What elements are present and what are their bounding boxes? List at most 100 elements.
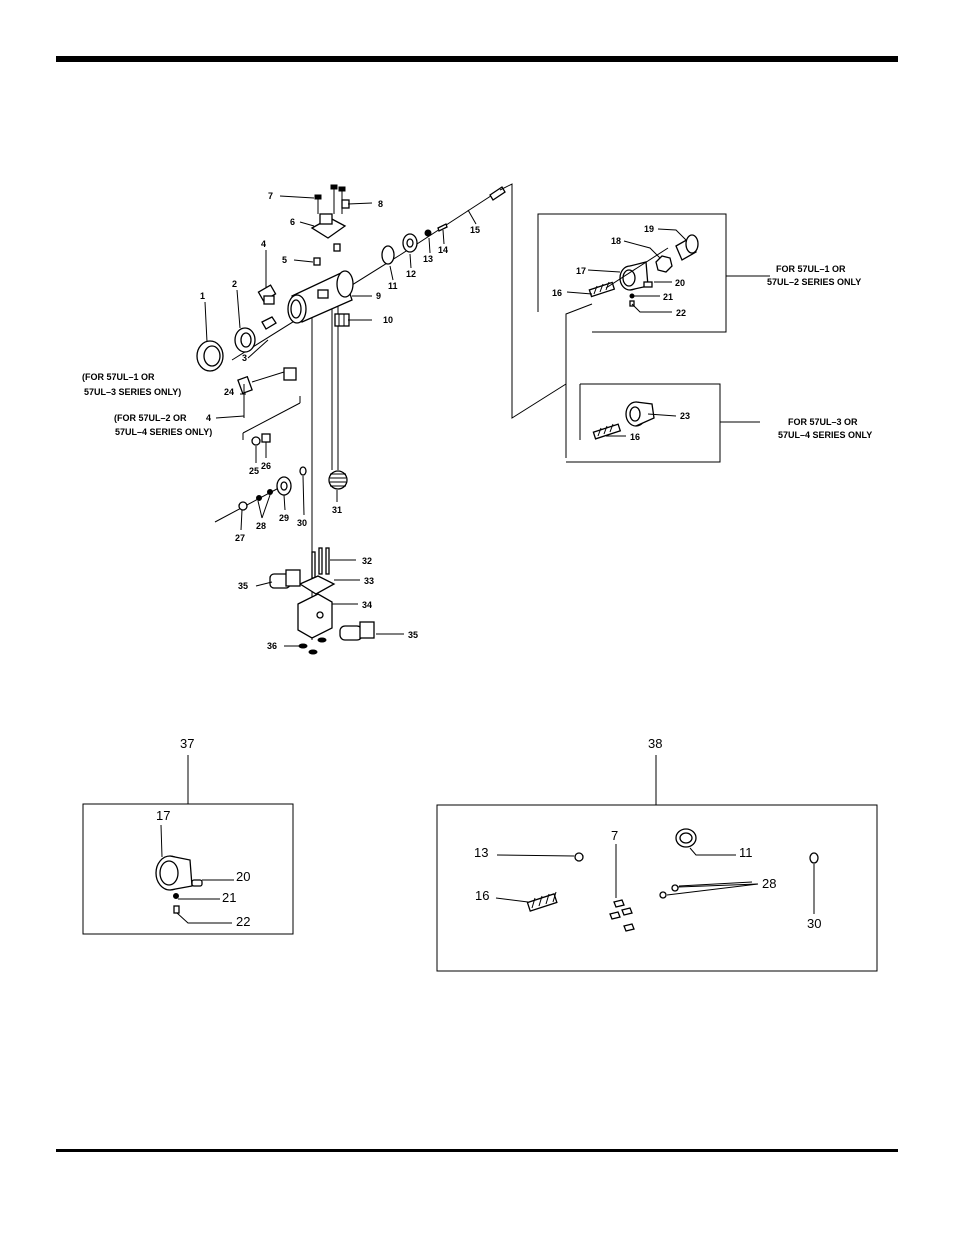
- callout-26: 26: [261, 461, 271, 471]
- kit-37-part-21: [174, 894, 179, 899]
- part-24-shape: [238, 368, 296, 393]
- callout-29: 29: [279, 513, 289, 523]
- box-a-callout-20: 20: [675, 278, 685, 288]
- kit-38-callout-28: 28: [762, 876, 776, 891]
- callout-24: 24: [224, 387, 234, 397]
- kit-37-callout-17: 17: [156, 808, 170, 823]
- part-1-shape: [197, 341, 223, 371]
- box-b-callout-23: 23: [680, 411, 690, 421]
- part-8-shape: [342, 200, 349, 208]
- callout-3: 3: [242, 353, 247, 363]
- callout-4b: 4: [206, 413, 211, 423]
- kit-37-callout-21: 21: [222, 890, 236, 905]
- note-24-line2: 57UL–3 SERIES ONLY): [84, 387, 181, 397]
- callout-1: 1: [200, 291, 205, 301]
- callout-28: 28: [256, 521, 266, 531]
- part-11-shape: [382, 246, 394, 264]
- box-a-callout-16: 16: [552, 288, 562, 298]
- callout-7: 7: [268, 191, 273, 201]
- callout-12: 12: [406, 269, 416, 279]
- kit-38-parts-28: [660, 885, 678, 898]
- note-4-line1: (FOR 57UL–2 OR: [114, 413, 187, 423]
- box-a-callout-19: 19: [644, 224, 654, 234]
- callout-31: 31: [332, 505, 342, 515]
- box-b-note-line1: FOR 57UL–3 OR: [788, 417, 858, 427]
- box-a-callout-22: 22: [676, 308, 686, 318]
- box-a-callout-17: 17: [576, 266, 586, 276]
- callout-2: 2: [232, 279, 237, 289]
- part-27-shape: [239, 502, 247, 510]
- part-4-shape: [258, 285, 275, 304]
- kit-37-cap-shape: [156, 856, 192, 890]
- part-30-shape: [300, 467, 306, 475]
- part-10-shape: [335, 314, 349, 326]
- box-b-note-line2: 57UL–4 SERIES ONLY: [778, 430, 872, 440]
- kit-38-part-13: [575, 853, 583, 861]
- callout-9: 9: [376, 291, 381, 301]
- kit-37-part-20: [192, 880, 202, 886]
- box-a-spring-16: [589, 282, 614, 297]
- kit-38-title: 38: [648, 736, 662, 751]
- kit-38-screws-7: [610, 900, 634, 931]
- part-32-pins-shape: [312, 548, 329, 578]
- callout-14: 14: [438, 245, 448, 255]
- kit-37: [83, 755, 293, 934]
- callout-6: 6: [290, 217, 295, 227]
- left-notes: (FOR 57UL–1 OR 57UL–3 SERIES ONLY) (FOR …: [82, 372, 212, 437]
- callout-33: 33: [364, 576, 374, 586]
- box-a-part-21: [630, 294, 634, 298]
- kit-38-spring-16: [527, 892, 556, 911]
- part-35b-elbow-shape: [340, 622, 374, 640]
- part-12-shape: [403, 234, 417, 252]
- part-25-shape: [252, 437, 260, 445]
- part-36-shape-c: [318, 638, 326, 642]
- box-a-note-line2: 57UL–2 SERIES ONLY: [767, 277, 861, 287]
- box-a-knob-19: [676, 235, 698, 260]
- box-b-callout-16: 16: [630, 432, 640, 442]
- part-26-shape: [262, 434, 270, 442]
- note-24-line1: (FOR 57UL–1 OR: [82, 372, 155, 382]
- part-13-shape: [425, 230, 431, 236]
- box-a-callout-18: 18: [611, 236, 621, 246]
- callout-30: 30: [297, 518, 307, 528]
- kit-37-labels: 37 17 20 21 22: [156, 736, 250, 929]
- callout-32: 32: [362, 556, 372, 566]
- kit-38-callout-11: 11: [739, 845, 753, 860]
- part-2-shape: [235, 328, 255, 352]
- part-14-shape: [438, 224, 447, 231]
- kit-38-callout-13: 13: [474, 845, 488, 860]
- main-callout-labels: 7 6 8 4 5 2 1 3 9 10 11 12 13 14 15 24 4…: [200, 191, 480, 651]
- part-36-shape-a: [299, 644, 307, 648]
- part-31-spring-shape: [329, 471, 347, 489]
- kit-38: [437, 755, 877, 971]
- part-34-block-shape: [298, 594, 332, 638]
- callout-34: 34: [362, 600, 372, 610]
- kit-38-callout-7: 7: [611, 828, 618, 843]
- part-3-shape: [262, 317, 276, 329]
- callout-35a: 35: [238, 581, 248, 591]
- callout-35b: 35: [408, 630, 418, 640]
- kit-38-part-30: [810, 853, 818, 863]
- part-29-shape: [277, 477, 291, 495]
- box-a-note-line1: FOR 57UL–1 OR: [776, 264, 846, 274]
- callout-8: 8: [378, 199, 383, 209]
- kit-37-title: 37: [180, 736, 194, 751]
- callout-5: 5: [282, 255, 287, 265]
- kit-37-callout-22: 22: [236, 914, 250, 929]
- kit-38-part-11: [676, 829, 696, 847]
- box-a-callout-21: 21: [663, 292, 673, 302]
- kit-37-part-22: [174, 906, 179, 913]
- box-b: [566, 384, 760, 462]
- kit-38-callout-30: 30: [807, 916, 821, 931]
- callout-15: 15: [470, 225, 480, 235]
- part-35a-elbow-shape: [270, 570, 300, 588]
- kit-38-callout-16: 16: [475, 888, 489, 903]
- box-b-spring-16: [593, 424, 620, 439]
- main-leaders: [205, 196, 476, 646]
- box-connector-line-2: [566, 304, 592, 458]
- part-28-shape-b: [268, 490, 273, 495]
- callout-13: 13: [423, 254, 433, 264]
- callout-11: 11: [388, 281, 398, 291]
- callout-36: 36: [267, 641, 277, 651]
- part-28-shape-a: [257, 496, 262, 501]
